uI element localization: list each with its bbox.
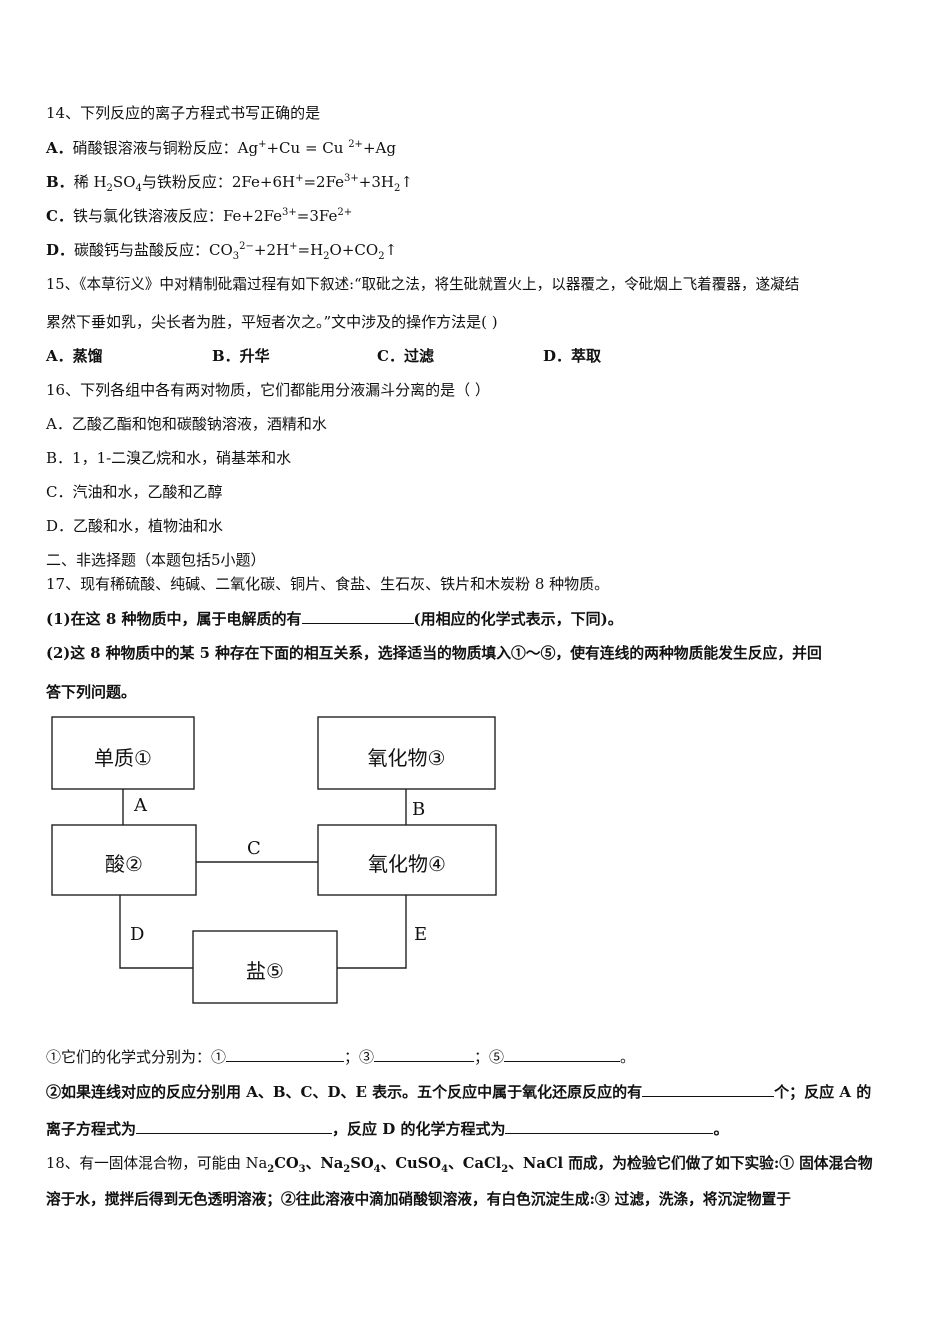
edge-label-b: B [412,799,426,820]
box-label-oxide-4: 氧化物④ [368,852,446,876]
q15-option-c: C．过滤 [377,347,434,365]
diagram-lines [51,716,497,1004]
edge-label-e: E [414,924,428,945]
q15-stem-line2: 累然下垂如乳，尖长者为胜，平短者次之。”文中涉及的操作方法是( ) [46,313,498,331]
q18-line1: 18、有一固体混合物，可能由 Na2CO3、Na2SO4、CuSO4、CaCl2… [46,1155,873,1175]
answer-blank[interactable] [642,1082,775,1097]
q15-option-b: B．升华 [212,347,270,365]
q16-option-d: D．乙酸和水，植物油和水 [46,517,224,535]
edge-label-d: D [130,924,145,945]
answer-blank[interactable] [226,1047,345,1062]
q18-line2: 溶于水，搅拌后得到无色透明溶液；②往此溶液中滴加硝酸钡溶液，有白色沉淀生成:③ … [46,1191,791,1208]
q14-option-a: A．硝酸银溶液与铜粉反应：Ag++Cu = Cu 2++Ag [46,139,396,157]
q14-option-b: B．稀 H2SO4与铁粉反应：2Fe+6H+=2Fe3++3H2↑ [46,173,413,194]
box-oxide-4 [317,824,497,896]
edge-label-c: C [247,838,261,859]
answer-blank[interactable] [505,1119,714,1134]
q14-option-d: D．碳酸钙与盐酸反应：CO32−+2H+=H2O+CO2↑ [46,241,398,262]
box-label-acid: 酸② [105,852,143,876]
q15-options: A．蒸馏 B．升华 C．过滤 D．萃取 [46,346,908,366]
q14-stem: 14、下列反应的离子方程式书写正确的是 [46,104,321,122]
q15-stem-line1: 15、《本草衍义》中对精制砒霜过程有如下叙述:“取砒之法，将生砒就置火上，以器覆… [46,276,800,293]
box-salt [192,930,338,1004]
q17-part2-line1: (2)这 8 种物质中的某 5 种存在下面的相互关系，选择适当的物质填入①～⑤，… [46,645,822,662]
answer-blank[interactable] [504,1047,621,1062]
q17-sub2-line1: ②如果连线对应的反应分别用 A、B、C、D、E 表示。五个反应中属于氧化还原反应… [46,1082,872,1101]
box-label-element: 单质① [94,746,152,770]
q16-option-a: A．乙酸乙酯和饱和碳酸钠溶液，酒精和水 [46,415,327,433]
q14-option-c: C．铁与氯化铁溶液反应：Fe+2Fe3+=3Fe2+ [46,207,353,225]
q17-part1: (1)在这 8 种物质中，属于电解质的有(用相应的化学式表示，下同)。 [46,609,623,628]
q15-option-a: A．蒸馏 [46,347,103,365]
q15-option-d: D．萃取 [543,347,602,365]
answer-blank[interactable] [136,1119,333,1134]
q16-stem: 16、下列各组中各有两对物质，它们都能用分液漏斗分离的是（ ） [46,381,490,399]
box-acid [51,824,197,896]
q16-option-c: C．汽油和水，乙酸和乙醇 [46,483,223,501]
q17-part2-line2: 答下列问题。 [46,683,137,701]
edge-label-a: A [134,795,147,816]
reaction-diagram: 单质① 氧化物③ 酸② 氧化物④ 盐⑤ A B C D E [46,712,506,1012]
q17-sub2-line2: 离子方程式为，反应 D 的化学方程式为。 [46,1119,729,1138]
answer-blank[interactable] [374,1047,475,1062]
answer-blank[interactable] [301,609,414,624]
box-label-oxide-3: 氧化物③ [367,746,446,770]
box-label-salt: 盐⑤ [246,959,284,983]
section-heading: 二、非选择题（本题包括5小题） [46,551,266,569]
q16-option-b: B．1，1-二溴乙烷和水，硝基苯和水 [46,449,292,467]
q17-sub1: ①它们的化学式分别为：①；③；⑤。 [46,1047,636,1066]
q17-stem: 17、现有稀硫酸、纯碱、二氧化碳、铜片、食盐、生石灰、铁片和木炭粉 8 种物质。 [46,575,610,593]
